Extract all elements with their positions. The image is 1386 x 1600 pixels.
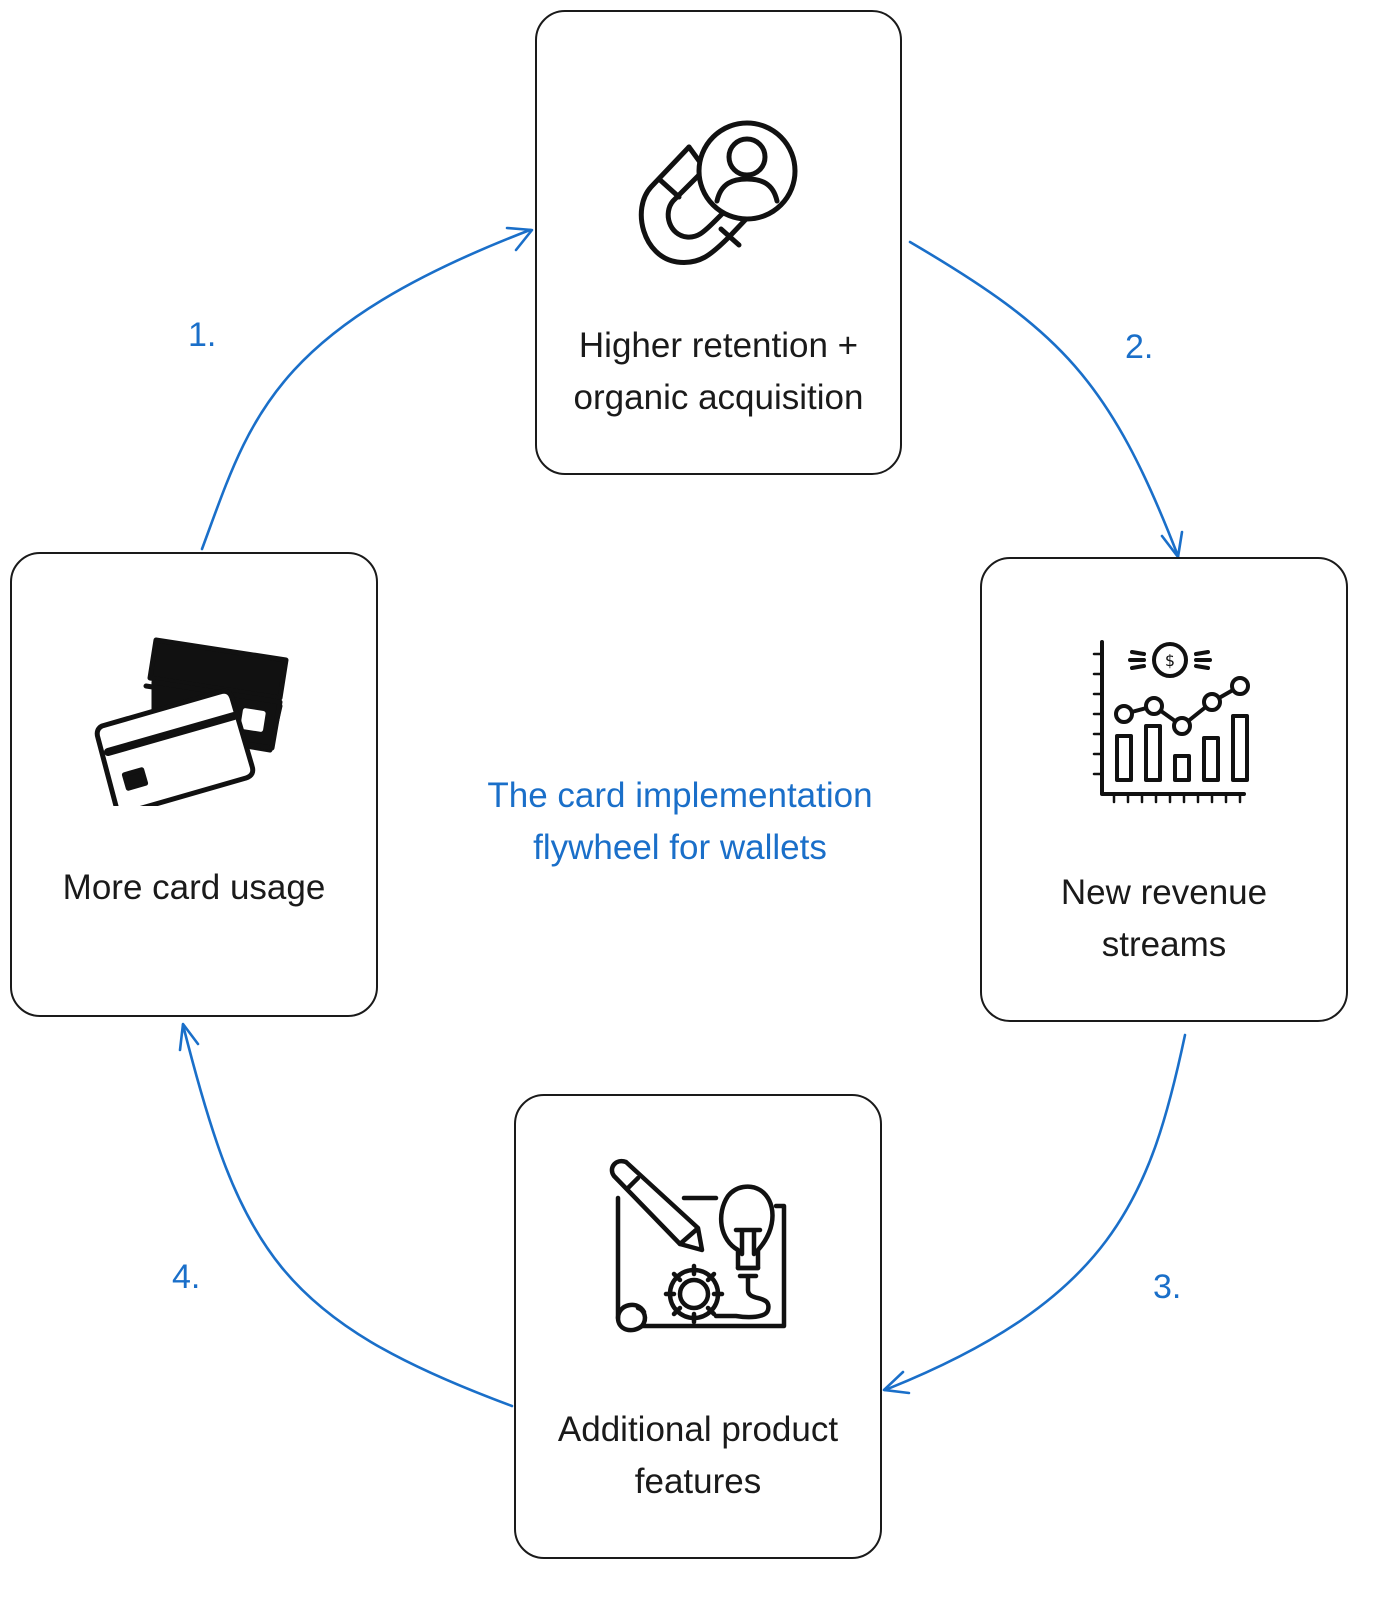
card-usage-label: More card usage (62, 868, 326, 907)
step-number-1: 1. (188, 316, 217, 354)
card-revenue: $ New revenue streams (980, 557, 1348, 1022)
diagram-title: The card implementation flywheel for wal… (487, 776, 873, 867)
card-revenue-label: New revenue streams (1060, 873, 1268, 964)
arrow-head-1 (505, 226, 534, 252)
svg-text:$: $ (1165, 651, 1175, 670)
magnet-user-icon (537, 97, 900, 277)
step-number-3: 3. (1153, 1268, 1182, 1306)
arrow-step-3 (883, 1033, 1187, 1392)
revenue-chart-icon: $ (982, 634, 1346, 814)
card-retention: Higher retention + organic acquisition (535, 10, 902, 475)
card-retention-label: Higher retention + organic acquisition (573, 326, 864, 417)
card-features-label: Additional product features (557, 1410, 839, 1501)
step-number-4: 4. (172, 1258, 201, 1296)
product-blueprint-icon (516, 1158, 880, 1338)
step-number-2: 2. (1125, 328, 1154, 366)
arrow-head-2 (1160, 530, 1184, 559)
arrow-head-3 (882, 1370, 911, 1395)
arrow-head-4 (178, 1022, 200, 1052)
arrow-step-4 (181, 1023, 514, 1408)
credit-cards-icon (12, 626, 376, 806)
card-features: Additional product features (514, 1094, 882, 1559)
arrow-step-1 (200, 228, 532, 551)
card-usage: More card usage (10, 552, 378, 1017)
arrow-step-2 (908, 240, 1180, 558)
